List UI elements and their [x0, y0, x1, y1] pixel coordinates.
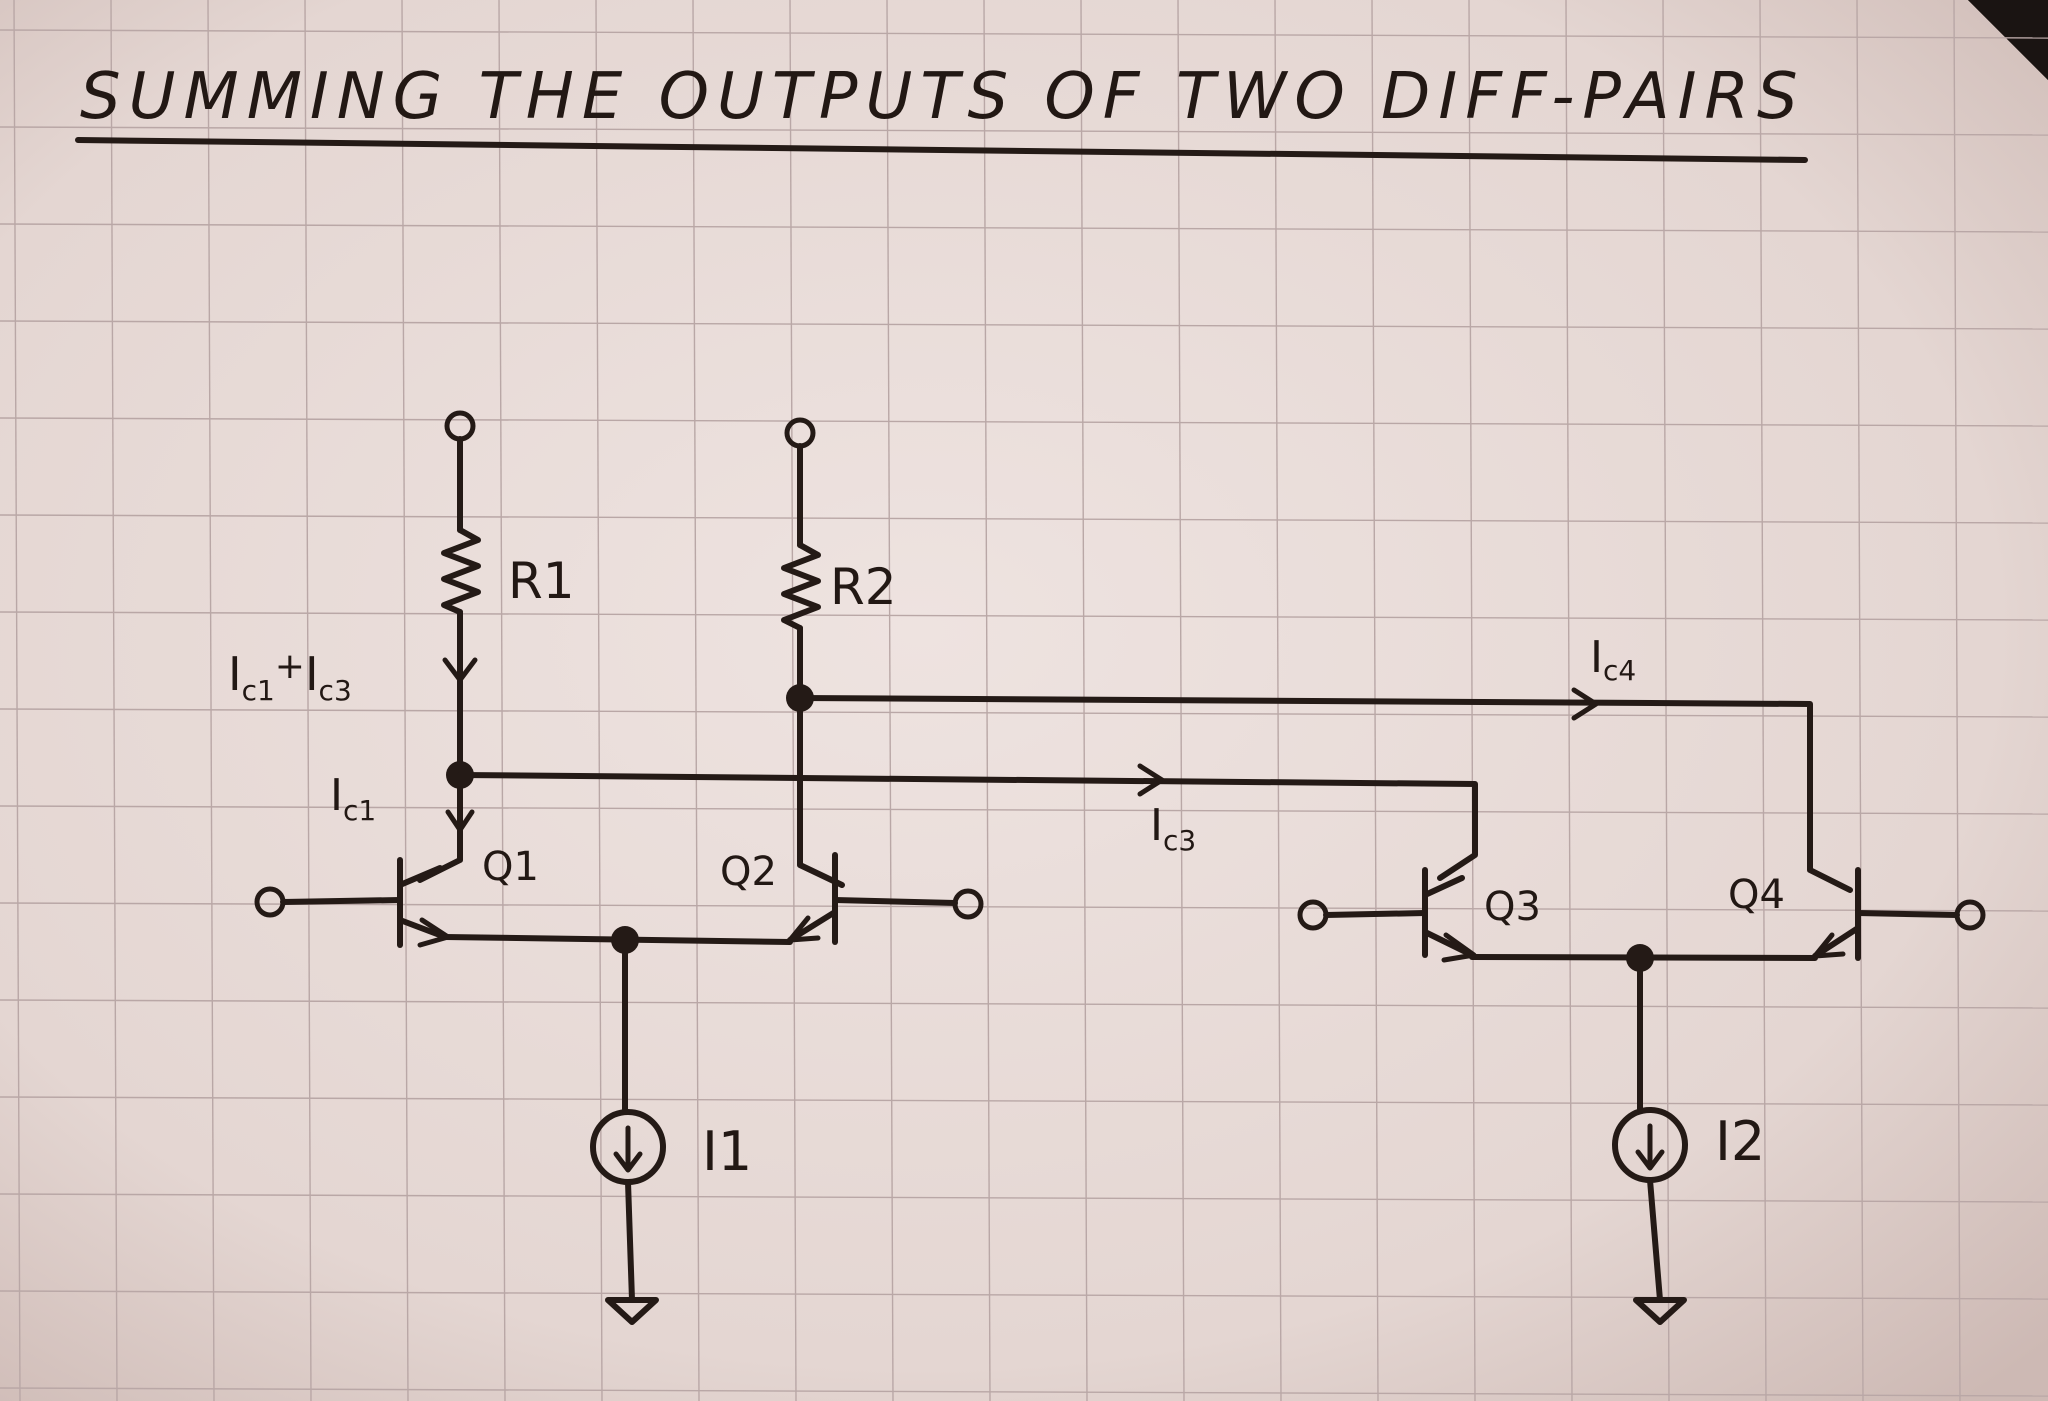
r2-label: R2 — [830, 558, 897, 616]
grid-line-horizontal — [0, 708, 2048, 718]
grid-line-horizontal — [0, 1387, 2048, 1397]
grid-line-vertical — [692, 0, 700, 1401]
q4-emitter — [1812, 925, 1861, 959]
grid-line-horizontal — [0, 999, 2048, 1009]
grid-line-vertical — [13, 0, 21, 1401]
ic4-cross-wire — [797, 695, 1853, 893]
resistor-r1 — [441, 527, 481, 615]
resistor-r2 — [781, 542, 821, 631]
ic1-arrow — [445, 809, 475, 833]
i1-label: I1 — [702, 1120, 752, 1183]
q2-emitter — [787, 909, 838, 943]
q2-emitter-arrow — [787, 915, 821, 943]
q1-base-wire — [280, 897, 403, 905]
q3-label: Q3 — [1484, 884, 1541, 930]
grid-line-horizontal — [0, 902, 2048, 912]
q1-collector — [397, 865, 443, 888]
q1-emitter — [397, 917, 448, 940]
i2-arrow-icon — [1635, 1123, 1665, 1171]
r1-current-label: Ic1+Ic3 — [228, 646, 352, 707]
grid-line-vertical — [498, 0, 506, 1401]
diff-pair-2: Q3 Q4 I2 — [1297, 867, 1986, 1325]
grid-line-vertical — [1759, 0, 1767, 1401]
grid-line-vertical — [401, 0, 409, 1401]
ic4-arrow — [1571, 687, 1599, 721]
q2-label: Q2 — [720, 849, 777, 895]
grid-line-horizontal — [0, 320, 2048, 330]
r1-label: R1 — [508, 552, 575, 610]
i1-bottom-wire — [625, 1179, 635, 1303]
grid-line-vertical — [207, 0, 215, 1401]
grid-line-horizontal — [0, 514, 2048, 524]
q3-base-wire — [1323, 910, 1428, 918]
ic4-label: Ic4 — [1590, 632, 1636, 687]
ground-1-icon — [605, 1297, 659, 1325]
grid-line-horizontal — [0, 1096, 2048, 1106]
q4-base-wire — [1855, 910, 1960, 918]
grid-line-horizontal — [0, 805, 2048, 815]
q1-label: Q1 — [482, 844, 539, 890]
i2-bottom-wire — [1647, 1177, 1663, 1303]
ic3-label: Ic3 — [1150, 800, 1196, 857]
grid-line-horizontal — [0, 1290, 2048, 1300]
q3-emitter — [1422, 929, 1475, 958]
title-underline — [75, 137, 1808, 163]
grid-line-vertical — [304, 0, 312, 1401]
grid-line-vertical — [1953, 0, 1961, 1401]
q3-collector — [1422, 875, 1465, 898]
diagram-title: SUMMING THE OUTPUTS OF TWO DIFF-PAIRS — [80, 60, 1806, 134]
i1-arrow-icon — [613, 1125, 643, 1173]
ground-2-icon — [1633, 1297, 1687, 1325]
r1-current-arrow — [442, 657, 478, 683]
grid-line-horizontal — [0, 223, 2048, 233]
grid-line-horizontal — [0, 611, 2048, 621]
page-corner-shadow — [1968, 0, 2048, 80]
i2-label: I2 — [1715, 1110, 1765, 1173]
grid-line-horizontal — [0, 417, 2048, 427]
grid-line-vertical — [110, 0, 118, 1401]
grid-line-horizontal — [0, 1193, 2048, 1203]
diff-pair-1: R1 Ic1+Ic3 Ic1 Q1 I1 — [228, 410, 984, 1325]
ic3-cross-wire — [457, 772, 1478, 881]
ic1-label: Ic1 — [330, 770, 376, 827]
grid-line-vertical — [1856, 0, 1864, 1401]
grid-line-horizontal — [0, 29, 2048, 39]
ic3-arrow — [1137, 763, 1165, 797]
q2-base-wire — [832, 897, 958, 906]
q4-label: Q4 — [1728, 872, 1785, 918]
grid-line-horizontal — [0, 126, 2048, 136]
